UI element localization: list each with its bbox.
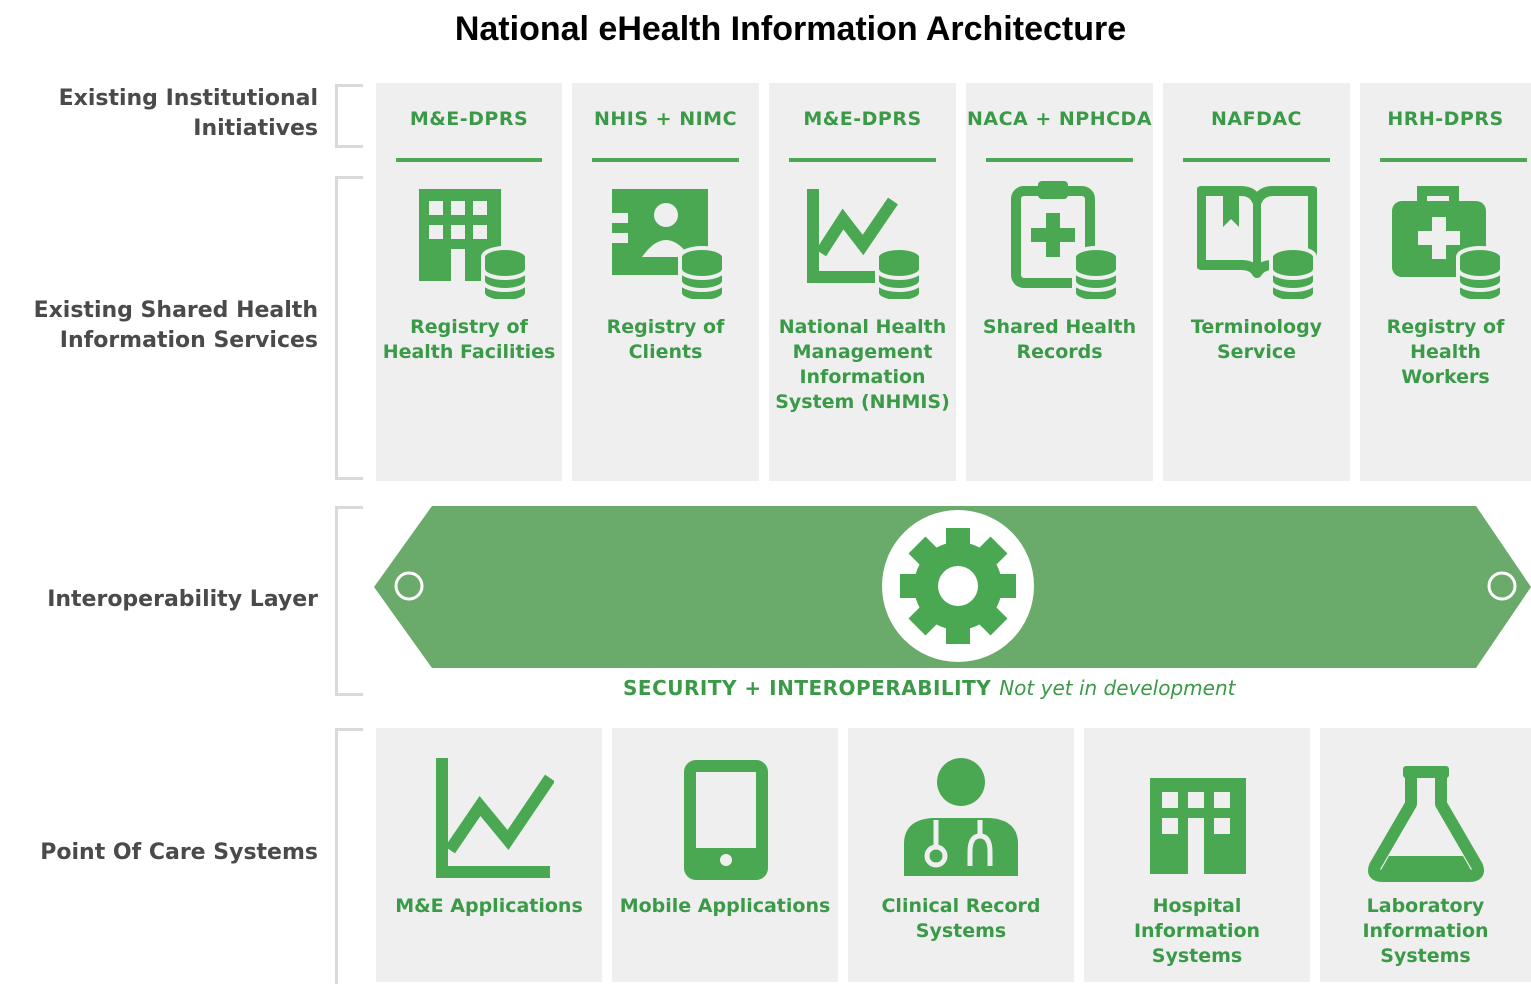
poc-panel: Hospital Information Systems [1084,728,1310,982]
row-label-poc: Point Of Care Systems [0,838,318,868]
column-divider [592,158,739,162]
service-label: National Health Management Information S… [775,316,950,413]
column-divider [789,158,936,162]
service-label: Registry of Health Facilities [382,316,556,363]
row-label-shared-text: Existing Shared Health Information Servi… [33,298,318,353]
poc-label: Laboratory Information Systems [1362,895,1489,967]
service-column: HRH-DPRS Registry of Health Workers [1360,83,1531,481]
initiative-label: M&E-DPRS [409,108,529,130]
initiative-label: NACA + NPHCDA [966,108,1153,130]
security-label: SECURITY + INTEROPERABILITY [623,676,992,700]
tablet-icon [660,758,790,883]
initiative-label: NAFDAC [1210,108,1302,130]
medkit-database-icon [1384,179,1504,299]
service-column: NACA + NPHCDA Shared Health Records [966,83,1153,481]
id-card-database-icon [606,179,726,299]
column-divider [1183,158,1330,162]
initiative-label: M&E-DPRS [803,108,922,130]
flask-icon [1361,758,1491,883]
poc-panel: Clinical Record Systems [848,728,1074,982]
development-note: Not yet in development [999,676,1236,700]
bracket-interop [335,506,363,696]
service-label: Registry of Health Workers [1386,316,1505,388]
row-label-institutional: Existing Institutional Initiatives [0,84,318,144]
poc-panel: Mobile Applications [612,728,838,982]
bracket-poc [335,728,363,984]
diagram-title: National eHealth Information Architectur… [454,10,1127,48]
row-label-interop: Interoperability Layer [0,585,318,615]
building-database-icon [409,179,529,299]
column-divider [986,158,1133,162]
initiative-label: HRH-DPRS [1387,108,1504,130]
service-column: M&E-DPRS Registry of Health Facilities [376,83,562,481]
poc-panel: M&E Applications [376,728,602,982]
service-label: Registry of Clients [606,316,725,363]
chart-database-icon [803,179,923,299]
column-divider [1380,158,1527,162]
row-label-poc-text: Point Of Care Systems [40,840,318,865]
poc-label: Mobile Applications [619,895,831,917]
poc-label: Hospital Information Systems [1133,895,1261,967]
poc-panel: Laboratory Information Systems [1320,728,1531,982]
row-label-shared: Existing Shared Health Information Servi… [0,296,318,356]
building-icon [1132,758,1262,883]
clipboard-database-icon [1000,179,1120,299]
service-label: Terminology Service [1190,316,1323,363]
service-column: NHIS + NIMC Registry of Clients [572,83,759,481]
service-column: NAFDAC Terminology Service [1163,83,1350,481]
bracket-institutional [335,84,363,148]
gear-icon [900,528,1016,644]
row-label-institutional-text: Existing Institutional Initiatives [58,86,318,141]
poc-label: Clinical Record Systems [881,895,1041,942]
security-caption: SECURITY + INTEROPERABILITY Not yet in de… [623,676,1235,700]
initiative-label: NHIS + NIMC [593,108,738,130]
doctor-icon [896,758,1026,883]
chart-icon [424,758,554,883]
service-label: Shared Health Records [982,316,1137,363]
bracket-shared [335,176,363,480]
interoperability-banner [374,506,1531,668]
poc-label: M&E Applications [395,895,583,917]
service-column: M&E-DPRS National Health Management Info… [769,83,956,481]
column-divider [396,158,542,162]
row-label-interop-text: Interoperability Layer [47,587,318,612]
book-database-icon [1196,179,1317,299]
